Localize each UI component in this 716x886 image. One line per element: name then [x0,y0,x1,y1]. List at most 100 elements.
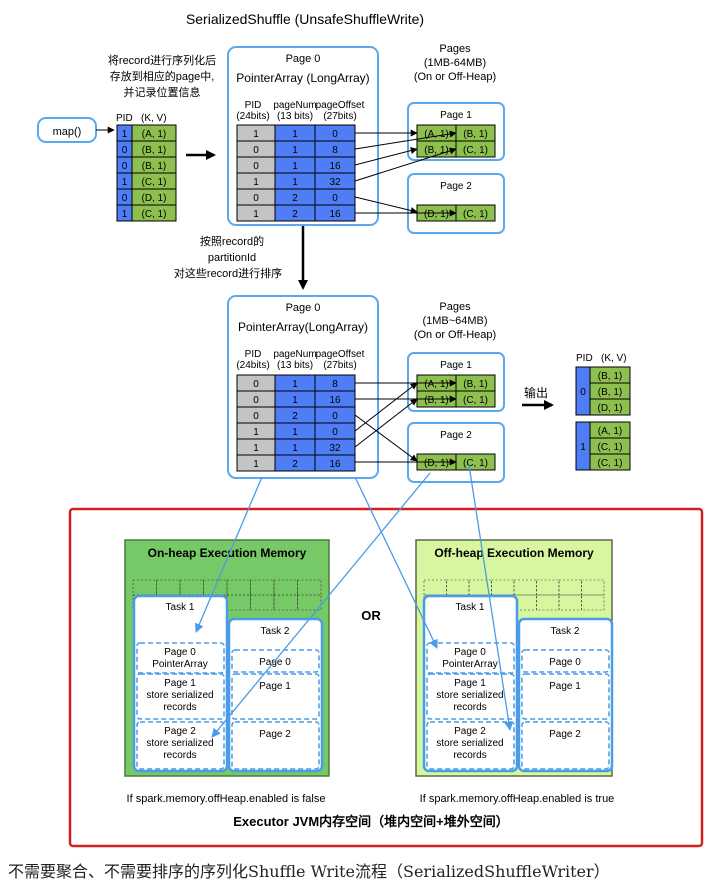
task2-page-block [521,673,610,720]
input-kv-text: (A, 1) [142,129,166,140]
memory-grid-cell [179,579,204,596]
input-kv-text: (D, 1) [142,193,167,204]
mapping-arrow [195,476,263,633]
pointer-arrow [354,398,418,448]
pages-top-label-line: Pages [439,43,471,55]
output-pid-text: 1 [580,442,586,453]
pointer-pagenum-text: 2 [292,209,298,220]
task2-page-text: Page 0 [549,657,581,668]
col-header-pageoffset: pageOffset [316,349,365,360]
memory-grid-cell [250,594,275,611]
output-partitions: 0 (B, 1) (B, 1) (D, 1) 1 (A, 1) (C, 1) (C, 1) [575,366,631,471]
memory-grid-cell [250,579,275,596]
page-record-text: (A, 1) [424,129,448,140]
pages-bottom-label: Pages (1MB~64MB) (On or Off-Heap) [414,301,496,341]
input-pid-text: 0 [122,161,128,172]
task1-page-text: Page 0 [164,647,196,658]
pointer-arrow [354,382,418,432]
task1-page-text: Page 1 [454,678,486,689]
memory-grid-cell [513,594,537,611]
task1-page-text: Page 2 [164,726,196,737]
page-record-text: (A, 1) [424,379,448,390]
map-function-label: map() [53,126,82,138]
pointer-pagenum-text: 1 [292,161,298,172]
pointer-pagenum-text: 1 [292,395,298,406]
output-kv-text: (D, 1) [598,403,623,414]
onheap-memory-title: On-heap Execution Memory [148,546,307,560]
input-note-line: 将record进行序列化后 [108,53,216,67]
pointer-offset-text: 0 [332,411,338,422]
pointer-pid-text: 0 [253,145,259,156]
page-record-text: (B, 1) [463,129,487,140]
pages-top-label: Pages (1MB-64MB) (On or Off-Heap) [414,43,496,83]
sort-note-line: 按照record的 [200,234,264,248]
pages-top-label-line: (1MB-64MB) [424,57,486,69]
output-kv-cell [589,453,631,471]
pointer-offset-text: 32 [329,177,341,188]
memory-grid-cell [536,579,560,596]
pointer-arrow [354,147,457,182]
pointer-pagenum-text: 1 [292,129,298,140]
pointer-array-top-headers: PID (24bits) pageNum (13 bits) pageOffse… [236,100,364,122]
sort-note-line: 对这些record进行排序 [174,266,282,280]
offheap-condition: If spark.memory.offHeap.enabled is true [420,793,615,805]
pointer-offset-text: 16 [329,459,341,470]
figure-caption: 不需要聚合、不需要排序的序列化Shuffle Write流程（Serialize… [8,862,610,881]
executor-memory-footer: Executor JVM内存空间（堆内空间+堆外空间） [233,814,509,829]
task2-page-text: Page 0 [259,657,291,668]
pages-bottom-label-line: Pages [439,301,471,313]
pointer-pagenum-text: 1 [292,427,298,438]
output-kv-text: (B, 1) [598,387,622,398]
pointer-arrow [354,130,457,150]
memory-grid-cell [297,579,322,596]
output-kv-cell [589,398,631,416]
output-pid-text: 0 [580,387,586,398]
pointer-pagenum-text: 2 [292,193,298,204]
memory-grid-cell [513,579,537,596]
pointer-offset-text: 0 [332,129,338,140]
pointer-pagenum-text: 2 [292,411,298,422]
page1-top-title: Page 1 [440,110,472,121]
page2-top-records: (D, 1)(C, 1) [416,204,496,222]
output-kv-text: (B, 1) [598,371,622,382]
memory-grid-cell [558,579,582,596]
mapping-arrow [354,476,438,649]
input-note-line: 存放到相应的page中, [110,69,215,83]
pointer-offset-cell [314,454,356,472]
task1-page-text: store serialized [146,690,213,701]
memory-grid-cell [581,594,605,611]
output-kv-text: (C, 1) [598,458,623,469]
offheap-memory-title: Off-heap Execution Memory [434,546,594,560]
task1-page-text: store serialized [146,738,213,749]
pointer-pid-text: 0 [253,411,259,422]
output-kv-text: (A, 1) [598,426,622,437]
pointer-pagenum-text: 1 [292,177,298,188]
output-header: PID (K, V) [576,353,627,364]
pointer-pid-text: 1 [253,427,259,438]
pages-bottom-label-line: (1MB~64MB) [422,315,487,327]
task1-page-block [426,721,515,770]
page-record-text: (D, 1) [424,458,449,469]
pointer-pagenum-text: 1 [292,443,298,454]
pointer-offset-text: 0 [332,427,338,438]
pages-bottom-label-line: (On or Off-Heap) [414,329,496,341]
task2-page-block [231,721,320,770]
pointer-arrow [354,147,418,166]
pointer-pid-text: 0 [253,193,259,204]
memory-grid-cell [156,579,181,596]
input-pid-text: 0 [122,145,128,156]
page-record-text: (B, 1) [424,145,448,156]
page1-bottom-title: Page 1 [440,360,472,371]
pointer-pid-text: 0 [253,379,259,390]
output-kv-text: (C, 1) [598,442,623,453]
task1-page-text: records [453,702,486,713]
pointer-pagenum-text: 2 [292,459,298,470]
task1-page-text: records [163,750,196,761]
pointer-array-bottom-page: Page 0 [286,302,321,314]
task1-page-text: PointerArray [442,659,498,670]
pointer-offset-text: 16 [329,395,341,406]
memory-grid-cell [226,579,251,596]
